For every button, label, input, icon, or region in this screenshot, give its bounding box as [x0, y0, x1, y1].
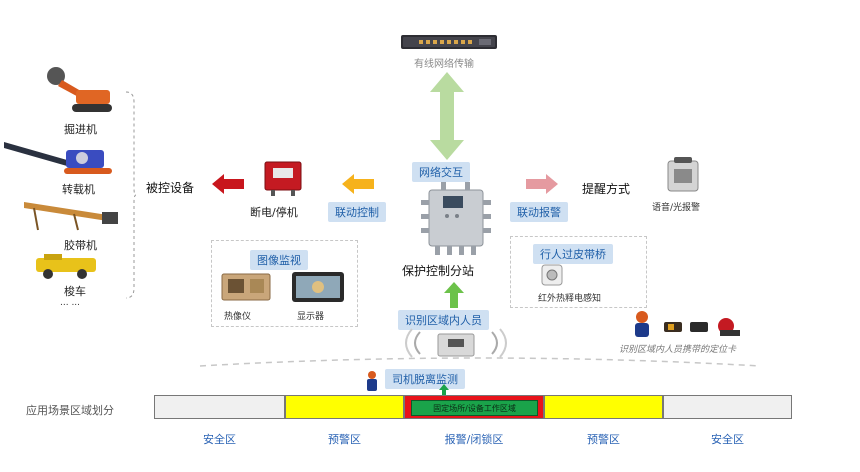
personnel-cards-icon [635, 311, 740, 337]
dashed-arc [199, 357, 761, 367]
personnel-card-label: 识别区域内人员携带的定位卡 [619, 345, 737, 355]
left-arrow-red-icon [212, 174, 244, 194]
identify-personnel-tag: 识别区域内人员 [398, 310, 489, 330]
up-arrow-icon [444, 282, 464, 308]
zone-label-warn-left: 预警区 [328, 433, 361, 446]
zone-safe-right [663, 395, 792, 419]
infrared-sensor-icon [541, 264, 563, 286]
zone-label-safe-left: 安全区 [203, 433, 236, 446]
right-arrow-pink-icon [526, 174, 558, 194]
network-interaction-tag: 网络交互 [412, 162, 470, 182]
driver-person-icon [367, 371, 377, 391]
driver-monitor-tag: 司机脱离监测 [385, 369, 465, 389]
belt-bridge-tag: 行人过皮带桥 [533, 244, 613, 264]
machine-label-transfer: 转载机 [62, 183, 95, 196]
linkage-control-tag: 联动控制 [328, 202, 386, 222]
protection-station-device-icon [421, 182, 491, 255]
machine-label-shuttle: 梭车 [64, 285, 86, 298]
station-label: 保护控制分站 [402, 264, 475, 278]
small-up-arrow-icon [439, 384, 449, 398]
zone-inner-label: 固定场所/设备工作区域 [433, 403, 516, 413]
alarm-device-icon [667, 157, 699, 192]
display-monitor-label: 显示器 [297, 312, 325, 322]
thermal-camera-label: 热像仪 [224, 312, 252, 322]
remind-method-label: 提醒方式 [582, 182, 631, 196]
shuttle-car-icon [36, 254, 96, 279]
belt-conveyor-icon [24, 202, 118, 231]
power-off-label: 断电/停机 [250, 206, 298, 219]
router-icon [401, 35, 497, 49]
router-label: 有线网络传输 [414, 59, 474, 70]
zone-label-warn-right: 预警区 [587, 433, 620, 446]
alarm-method-label: 语音/光报警 [652, 203, 701, 213]
zone-warn-right [544, 395, 663, 419]
image-monitor-box [211, 240, 358, 327]
zone-label-alarm: 报警/闭锁区 [444, 433, 504, 446]
reader-wave-icon [405, 328, 507, 358]
display-monitor-icon [292, 272, 344, 302]
double-arrow-icon [430, 72, 464, 160]
zone-inner-work-area: 固定场所/设备工作区域 [411, 400, 538, 416]
controlled-device-label: 被控设备 [146, 181, 195, 195]
roadheader-machine-icon [47, 67, 112, 112]
machine-label-roadheader: 掘进机 [64, 123, 97, 136]
left-arrow-orange-icon [342, 174, 374, 194]
zone-warn-left [285, 395, 404, 419]
power-off-device-icon [264, 161, 302, 196]
zone-row-label: 应用场景区域划分 [26, 404, 114, 417]
bracket-dashed [125, 91, 137, 299]
image-monitor-tag: 图像监视 [250, 250, 308, 270]
machine-label-belt: 胶带机 [64, 239, 97, 252]
zone-safe-left [154, 395, 285, 419]
infrared-sensor-label: 红外热释电感知 [538, 294, 602, 304]
transfer-machine-icon [4, 142, 112, 174]
belt-bridge-box [510, 236, 647, 308]
linkage-alarm-tag: 联动报警 [510, 202, 568, 222]
zone-label-safe-right: 安全区 [711, 433, 744, 446]
machines-more: ... ... [60, 298, 81, 308]
thermal-camera-icon [221, 273, 271, 301]
